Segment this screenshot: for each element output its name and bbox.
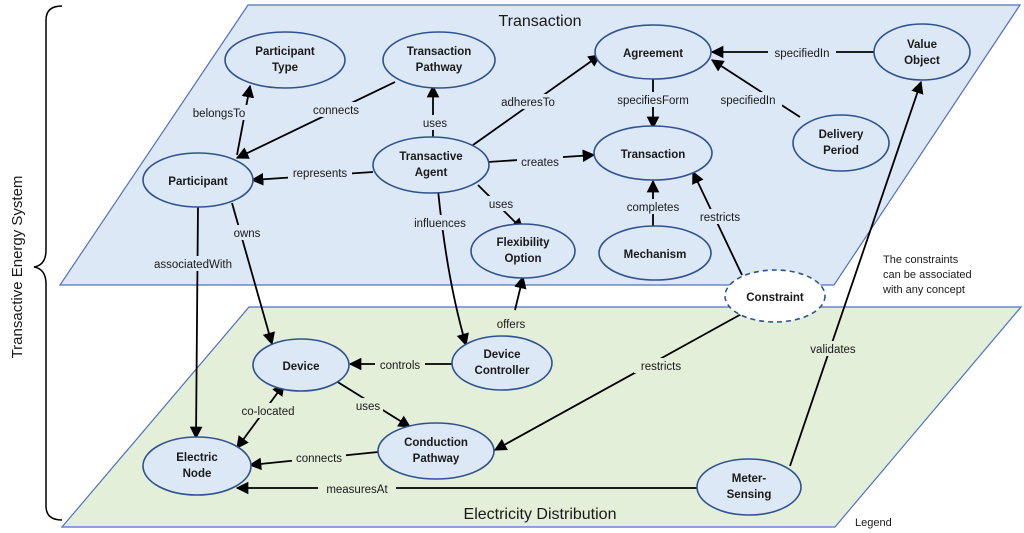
label-specifiesForm: specifiesForm bbox=[617, 95, 689, 107]
svg-text:Transaction: Transaction bbox=[621, 149, 686, 161]
label-uses-fo: uses bbox=[489, 199, 514, 211]
svg-text:Participant: Participant bbox=[255, 46, 315, 58]
node-participant-type[interactable]: Participant Type bbox=[224, 31, 346, 89]
svg-text:Constraint: Constraint bbox=[746, 292, 804, 304]
svg-text:Transactive: Transactive bbox=[399, 151, 462, 163]
label-specifiedIn-dp: specifiedIn bbox=[721, 95, 776, 107]
svg-text:Value: Value bbox=[907, 39, 937, 51]
svg-text:Type: Type bbox=[272, 62, 298, 74]
node-transactive-agent[interactable]: Transactive Agent bbox=[372, 136, 490, 194]
node-delivery-period[interactable]: Delivery Period bbox=[792, 114, 890, 172]
label-co-located: co-located bbox=[241, 406, 294, 418]
edge-offers bbox=[514, 275, 527, 311]
node-meter-sensing[interactable]: Meter- Sensing bbox=[696, 458, 802, 516]
edge-labels: belongsTo connects uses adheresTo specif… bbox=[150, 45, 861, 496]
node-transaction[interactable]: Transaction bbox=[593, 125, 713, 181]
edge-specifiedIn-dp bbox=[710, 59, 801, 118]
label-uses-tp: uses bbox=[423, 118, 448, 130]
svg-text:Device: Device bbox=[483, 349, 520, 361]
node-mechanism[interactable]: Mechanism bbox=[598, 225, 712, 281]
svg-text:Mechanism: Mechanism bbox=[624, 249, 687, 261]
svg-text:Node: Node bbox=[183, 468, 212, 480]
node-flexibility-option[interactable]: Flexibility Option bbox=[470, 223, 576, 279]
node-device[interactable]: Device bbox=[252, 338, 350, 392]
svg-text:Device: Device bbox=[282, 361, 319, 373]
node-agreement[interactable]: Agreement bbox=[594, 24, 712, 80]
edge-influences bbox=[437, 189, 469, 347]
svg-text:Electric: Electric bbox=[176, 452, 218, 464]
label-restricts-cp: restricts bbox=[641, 361, 682, 373]
svg-text:Conduction: Conduction bbox=[404, 437, 468, 449]
node-constraint[interactable]: Constraint bbox=[724, 269, 826, 323]
svg-text:Pathway: Pathway bbox=[416, 62, 463, 74]
label-adheresTo: adheresTo bbox=[501, 97, 555, 109]
edge-associatedWith bbox=[189, 204, 203, 440]
legend-label[interactable]: Legend bbox=[855, 517, 892, 529]
label-measuresAt: measuresAt bbox=[326, 484, 388, 496]
label-belongsTo: belongsTo bbox=[193, 108, 245, 120]
node-transaction-pathway[interactable]: Transaction Pathway bbox=[382, 31, 496, 89]
svg-text:Pathway: Pathway bbox=[413, 453, 460, 465]
svg-text:Option: Option bbox=[504, 253, 541, 265]
label-connects-cp: connects bbox=[296, 453, 342, 465]
constraint-note: The constraints can be associated with a… bbox=[882, 254, 972, 296]
svg-text:Transaction: Transaction bbox=[407, 46, 472, 58]
label-controls: controls bbox=[380, 360, 421, 372]
label-validates: validates bbox=[810, 344, 856, 356]
svg-text:Sensing: Sensing bbox=[727, 489, 772, 501]
label-offers: offers bbox=[497, 319, 526, 331]
edge-restricts-cp bbox=[493, 311, 746, 451]
label-influences: influences bbox=[414, 218, 466, 230]
svg-text:Delivery: Delivery bbox=[819, 129, 864, 141]
svg-text:Participant: Participant bbox=[168, 176, 228, 188]
svg-text:Period: Period bbox=[823, 145, 859, 157]
node-conduction-pathway[interactable]: Conduction Pathway bbox=[377, 422, 495, 480]
label-owns: owns bbox=[234, 228, 261, 240]
label-uses-cp: uses bbox=[356, 401, 381, 413]
label-connects-tx: connects bbox=[313, 105, 359, 117]
svg-text:Agreement: Agreement bbox=[623, 48, 683, 60]
system-brace bbox=[33, 5, 63, 521]
transaction-plane-title: Transaction bbox=[499, 13, 582, 30]
node-device-controller[interactable]: Device Controller bbox=[451, 335, 553, 391]
svg-text:Flexibility: Flexibility bbox=[496, 237, 550, 249]
distribution-plane-title: Electricity Distribution bbox=[464, 506, 617, 523]
label-completes: completes bbox=[627, 202, 680, 214]
svg-text:Controller: Controller bbox=[475, 365, 530, 377]
svg-text:can be associated: can be associated bbox=[883, 269, 972, 281]
svg-text:The constraints: The constraints bbox=[883, 254, 959, 266]
system-label: Transactive Energy System bbox=[9, 176, 26, 359]
label-specifiedIn-vo: specifiedIn bbox=[775, 48, 830, 60]
node-electric-node[interactable]: Electric Node bbox=[142, 436, 252, 496]
svg-text:Agent: Agent bbox=[415, 167, 448, 179]
label-creates: creates bbox=[521, 157, 559, 169]
edge-connects-tx bbox=[235, 81, 396, 159]
svg-text:Object: Object bbox=[904, 55, 940, 67]
node-value-object[interactable]: Value Object bbox=[873, 23, 971, 81]
edge-belongsTo bbox=[236, 84, 255, 156]
label-restricts-tx: restricts bbox=[700, 212, 741, 224]
svg-text:Meter-: Meter- bbox=[732, 473, 767, 485]
svg-text:with any concept: with any concept bbox=[882, 284, 965, 296]
label-represents: represents bbox=[293, 168, 348, 180]
node-participant[interactable]: Participant bbox=[142, 152, 254, 208]
edge-validates bbox=[789, 80, 924, 467]
label-associatedWith: associatedWith bbox=[154, 259, 232, 271]
